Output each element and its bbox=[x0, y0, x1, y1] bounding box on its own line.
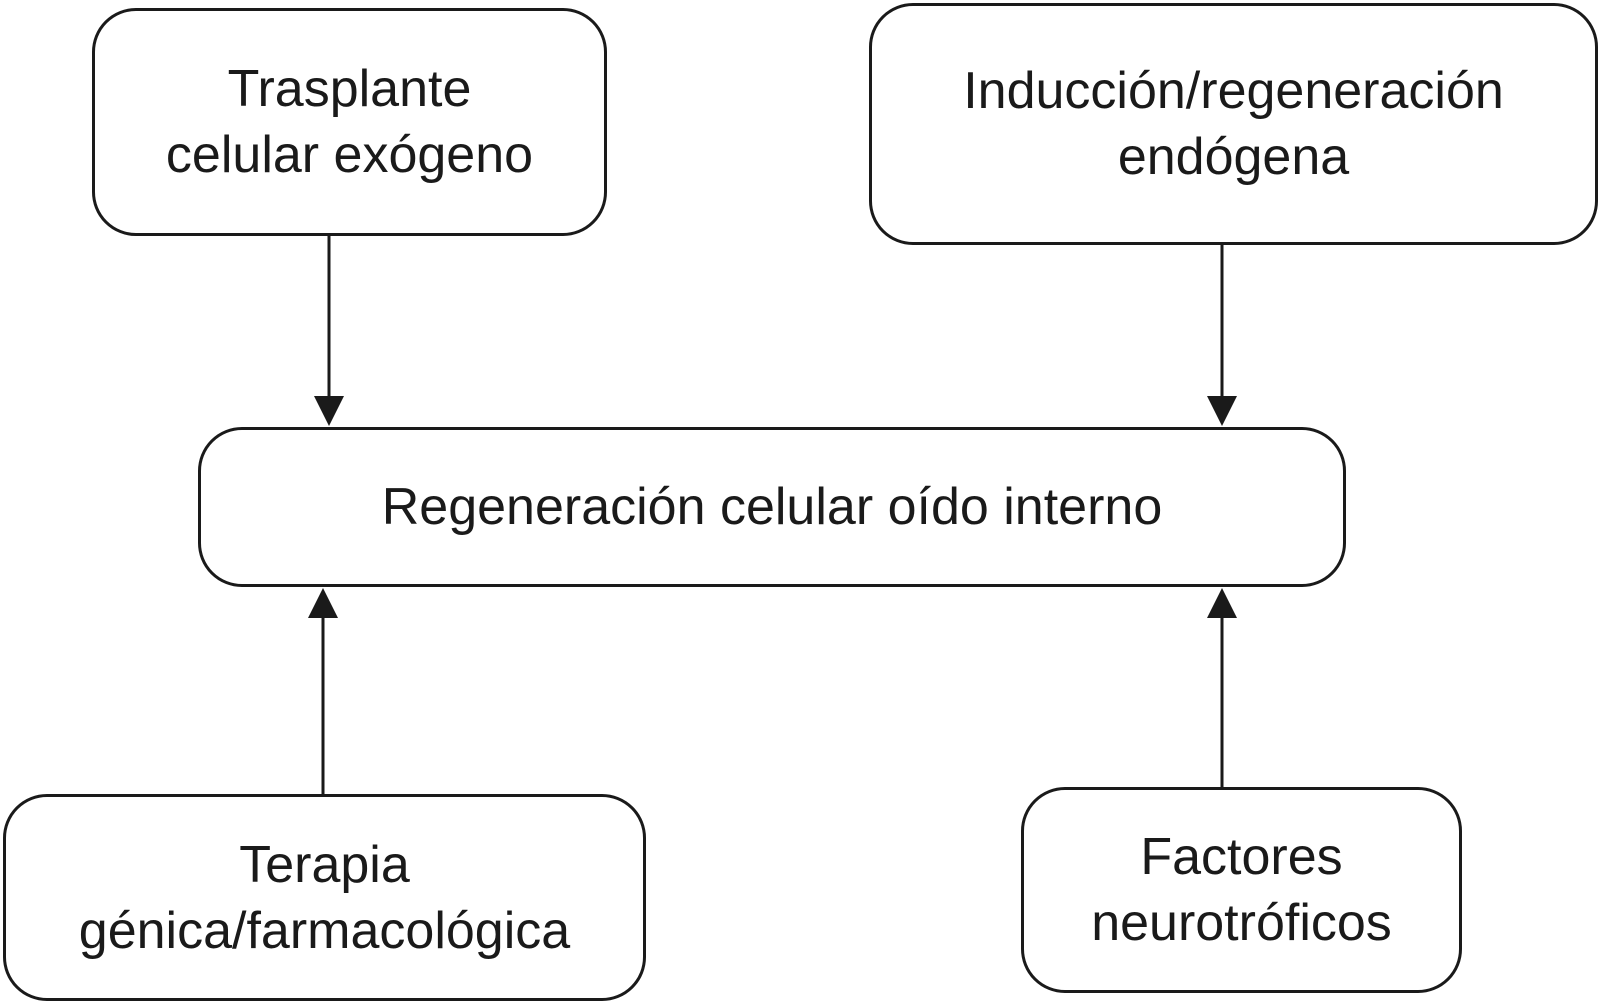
node-label-line: Regeneración celular oído interno bbox=[381, 478, 1163, 536]
node-label-line: génica/farmacológica bbox=[78, 901, 571, 960]
node-label-line: Inducción/regeneración bbox=[963, 62, 1504, 120]
node-label-line: Terapia bbox=[239, 835, 410, 894]
node-terapia-genica-farmacologica: Terapia génica/farmacológica bbox=[3, 794, 646, 1001]
arrow-bottom-left-to-center bbox=[308, 588, 338, 794]
node-label-line: endógena bbox=[1117, 128, 1350, 186]
node-trasplante-celular-exogeno: Trasplante celular exógeno bbox=[92, 8, 607, 236]
arrow-top-left-to-center bbox=[314, 236, 344, 426]
node-induccion-regeneracion-endogena: Inducción/regeneración endógena bbox=[869, 3, 1598, 245]
node-label-line: Factores bbox=[1140, 828, 1343, 886]
node-label-line: Trasplante bbox=[227, 60, 472, 118]
node-label-line: celular exógeno bbox=[165, 126, 534, 184]
node-factores-neurotroficos: Factores neurotróficos bbox=[1021, 787, 1462, 993]
arrow-top-right-to-center bbox=[1207, 245, 1237, 426]
arrow-bottom-right-to-center bbox=[1207, 588, 1237, 787]
node-regeneracion-celular-oido-interno: Regeneración celular oído interno bbox=[198, 427, 1346, 587]
node-label-line: neurotróficos bbox=[1091, 894, 1392, 952]
